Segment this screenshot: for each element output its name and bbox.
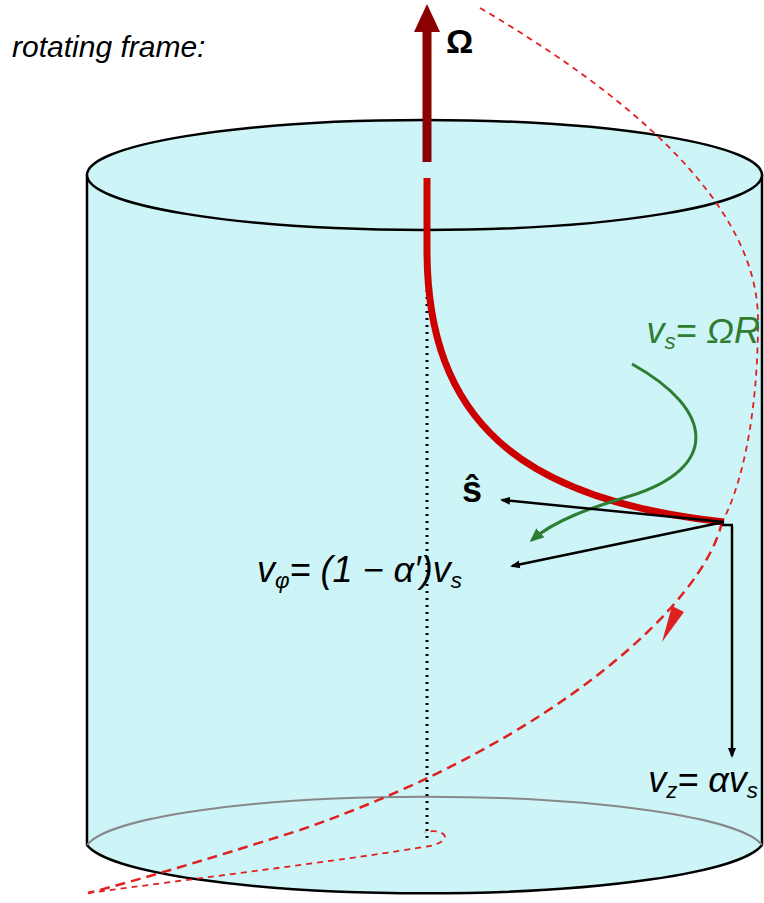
helix-path	[88, 831, 445, 893]
cylinder-bottom-back	[87, 797, 762, 845]
label-text: rotating frame:	[12, 30, 205, 63]
label-text: = ΩR	[676, 310, 760, 351]
rotation-arrowhead	[414, 4, 440, 32]
subscript: s	[747, 778, 758, 803]
label-text: Ω	[446, 22, 473, 60]
s-hat-label: ŝ	[462, 472, 482, 508]
subscript: s	[451, 568, 462, 593]
helix-path	[480, 8, 758, 522]
subscript: z	[666, 778, 677, 803]
label-text: v	[646, 310, 664, 351]
label-text: ŝ	[462, 469, 482, 510]
vs-formula: vs= ΩR	[646, 313, 760, 353]
helix-path	[88, 522, 722, 893]
label-text: v	[257, 549, 275, 590]
label-text: = (1 − α′)v	[290, 549, 451, 590]
label-text: v	[648, 759, 666, 800]
helix-arrowhead	[662, 606, 684, 642]
subscript: φ	[275, 568, 290, 593]
label-text: = αv	[677, 759, 747, 800]
phi-velocity	[512, 522, 724, 566]
z-velocity	[731, 526, 734, 756]
s-vector	[502, 500, 724, 522]
cylinder-body	[87, 175, 762, 893]
vphi-formula: vφ= (1 − α′)vs	[257, 552, 462, 592]
rotation-axis	[423, 30, 432, 162]
z-velocity-stub	[722, 524, 733, 527]
frame-label: rotating frame:	[12, 32, 205, 62]
subscript: s	[664, 329, 675, 354]
vz-formula: vz= αvs	[648, 762, 758, 802]
omega-label: Ω	[446, 24, 473, 58]
circulation-arrow	[532, 364, 696, 540]
